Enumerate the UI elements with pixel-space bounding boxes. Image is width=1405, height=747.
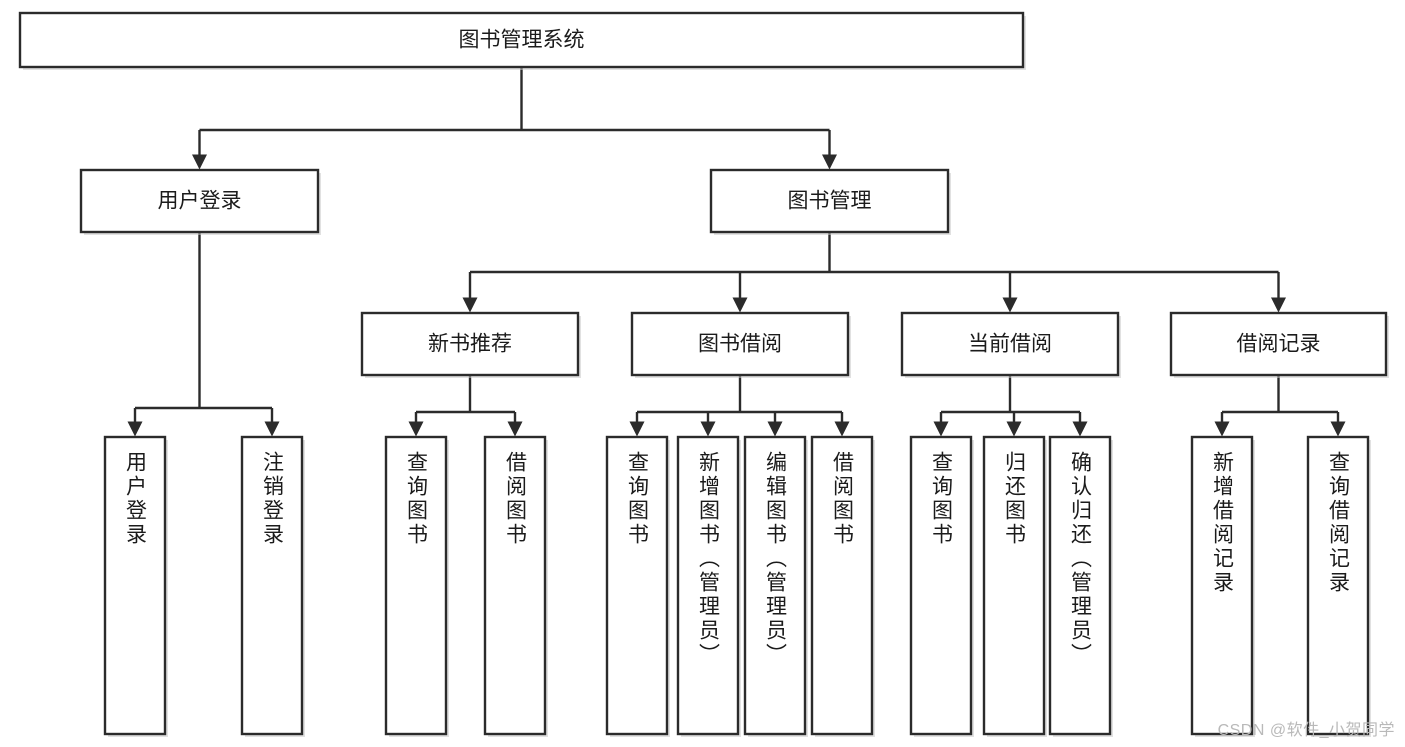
arrow-head-icon [507,421,523,437]
arrow-head-icon [1006,421,1022,437]
arrow-head-icon [629,421,645,437]
node-leaf-query-book-current[interactable] [909,435,974,737]
arrow-head-icon [192,154,207,170]
csdn-watermark: CSDN @软件_小贺同学 [1217,722,1395,739]
node-leaf-query-book-borrow[interactable] [605,435,670,737]
arrow-head-icon [834,421,850,437]
node-new-book-recommend[interactable]: 新书推荐 [360,311,581,378]
arrow-head-icon [1072,421,1088,437]
arrow-head-icon [127,421,143,437]
arrow-head-icon [462,297,478,313]
edge-group-user-login [127,232,280,437]
node-leaf-query-book-rec[interactable] [384,435,449,737]
node-user-login[interactable]: 用户登录 [79,168,321,235]
arrow-head-icon [1002,297,1018,313]
node-book-borrow[interactable]: 图书借阅 [630,311,851,378]
arrow-head-icon [933,421,949,437]
edge-group-new-book-recommend [408,375,523,437]
node-leaf-confirm-return[interactable] [1048,435,1113,737]
arrow-head-icon [767,421,783,437]
arrow-head-icon [700,421,716,437]
edge-group-root [192,67,837,170]
node-leaf-borrow-book-rec[interactable] [483,435,548,737]
node-label: 借阅记录 [1237,333,1321,356]
arrow-head-icon [264,421,280,437]
node-root[interactable]: 图书管理系统 [18,11,1026,70]
node-label: 图书管理系统 [459,29,585,52]
arrow-head-icon [822,154,837,170]
node-leaf-add-record[interactable] [1190,435,1255,737]
node-label: 当前借阅 [968,333,1052,356]
edge-group-book-manage [462,232,1286,313]
node-label: 图书借阅 [698,333,782,356]
node-leaf-logout[interactable] [240,435,305,737]
node-label: 用户登录 [158,190,242,213]
arrow-head-icon [408,421,424,437]
node-label: 图书管理 [788,190,872,213]
edge-group-current-borrow [933,375,1088,437]
node-leaf-user-login[interactable] [103,435,168,737]
edges-layer [127,67,1346,437]
arrow-head-icon [732,297,748,313]
edge-group-book-borrow [629,375,850,437]
node-leaf-borrow-book[interactable] [810,435,875,737]
node-borrow-record[interactable]: 借阅记录 [1169,311,1389,378]
edge-group-borrow-record [1214,375,1346,437]
arrow-head-icon [1271,297,1286,313]
node-current-borrow[interactable]: 当前借阅 [900,311,1121,378]
node-book-manage[interactable]: 图书管理 [709,168,951,235]
node-leaf-edit-book[interactable] [743,435,808,737]
node-leaf-return-book[interactable] [982,435,1047,737]
node-leaf-add-book[interactable] [676,435,741,737]
node-leaf-query-record[interactable] [1306,435,1371,737]
arrow-head-icon [1330,421,1346,437]
node-label: 新书推荐 [428,333,512,356]
arrow-head-icon [1214,421,1230,437]
